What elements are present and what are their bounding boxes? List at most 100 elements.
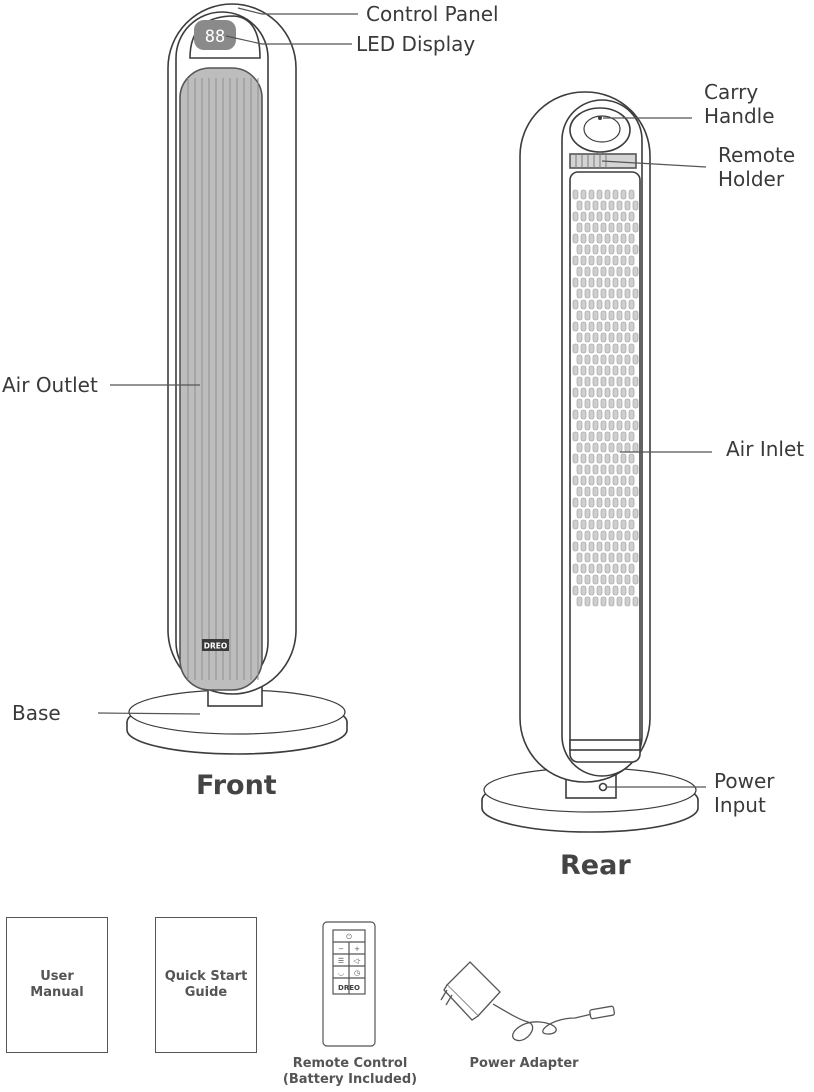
- inlet-slot: [628, 409, 635, 420]
- inlet-slot: [596, 277, 603, 288]
- inlet-slot: [572, 475, 579, 486]
- inlet-slot: [632, 310, 639, 321]
- inlet-slot: [584, 486, 591, 497]
- inlet-slot: [572, 497, 579, 508]
- inlet-slot: [592, 398, 599, 409]
- inlet-slot: [628, 387, 635, 398]
- inlet-slot: [584, 398, 591, 409]
- inlet-slot: [588, 409, 595, 420]
- inlet-slot: [572, 255, 579, 266]
- inlet-slot: [608, 530, 615, 541]
- view-label-rear: Rear: [560, 850, 631, 881]
- inlet-slot: [592, 508, 599, 519]
- callout-lines: [97, 7, 712, 788]
- label-control-panel: Control Panel: [366, 2, 499, 26]
- inlet-slot: [584, 420, 591, 431]
- inlet-slot: [608, 266, 615, 277]
- inlet-slot: [600, 398, 607, 409]
- inlet-slot: [616, 530, 623, 541]
- inlet-slot: [592, 332, 599, 343]
- inlet-slot: [584, 596, 591, 607]
- inlet-slot: [576, 200, 583, 211]
- inlet-slot: [588, 233, 595, 244]
- inlet-slot: [608, 244, 615, 255]
- inlet-slot: [588, 431, 595, 442]
- inlet-slot: [576, 310, 583, 321]
- inlet-slot: [632, 530, 639, 541]
- inlet-slot: [616, 442, 623, 453]
- inlet-slot: [588, 211, 595, 222]
- inlet-slot: [572, 585, 579, 596]
- inlet-slot: [588, 321, 595, 332]
- front-heater: [126, 3, 348, 755]
- inlet-slot: [576, 508, 583, 519]
- inlet-slot: [624, 354, 631, 365]
- inlet-slot: [632, 354, 639, 365]
- inlet-slot: [600, 310, 607, 321]
- inlet-slot: [632, 442, 639, 453]
- inlet-slot: [600, 222, 607, 233]
- inlet-slot: [592, 464, 599, 475]
- inlet-slot: [612, 519, 619, 530]
- front-brand-logo: DREO: [204, 642, 228, 651]
- inlet-slot: [624, 420, 631, 431]
- inlet-slot: [572, 409, 579, 420]
- inlet-slot: [580, 409, 587, 420]
- inlet-slot: [612, 255, 619, 266]
- inlet-slot: [600, 464, 607, 475]
- inlet-slot: [628, 519, 635, 530]
- inlet-slot: [592, 222, 599, 233]
- inlet-slot: [584, 200, 591, 211]
- inlet-slot: [580, 211, 587, 222]
- inlet-slot: [620, 255, 627, 266]
- inlet-slot: [628, 497, 635, 508]
- inlet-slot: [628, 343, 635, 354]
- inlet-slot: [624, 574, 631, 585]
- inlet-slot: [572, 211, 579, 222]
- inlet-slot: [596, 519, 603, 530]
- inlet-slot: [584, 244, 591, 255]
- inlet-slot: [596, 497, 603, 508]
- inlet-slot: [620, 343, 627, 354]
- inlet-slot: [588, 277, 595, 288]
- inlet-slot: [592, 310, 599, 321]
- inlet-slot: [616, 596, 623, 607]
- inlet-slot: [576, 464, 583, 475]
- inlet-slot: [620, 233, 627, 244]
- inlet-slot: [612, 387, 619, 398]
- power-adapter: [440, 961, 616, 1042]
- inlet-slot: [576, 574, 583, 585]
- view-label-front: Front: [196, 770, 277, 801]
- inlet-slot: [596, 409, 603, 420]
- front-display-digits: 88: [205, 27, 225, 47]
- inlet-slot: [612, 233, 619, 244]
- inlet-slot: [620, 585, 627, 596]
- inlet-slot: [596, 211, 603, 222]
- led-display: [194, 20, 236, 50]
- inlet-slot: [620, 497, 627, 508]
- inlet-slot: [600, 442, 607, 453]
- inlet-slot: [628, 277, 635, 288]
- inlet-slot: [572, 431, 579, 442]
- inlet-slot: [596, 387, 603, 398]
- inlet-slot: [628, 585, 635, 596]
- inlet-slot: [632, 574, 639, 585]
- inlet-slot: [596, 321, 603, 332]
- label-air-outlet: Air Outlet: [2, 373, 98, 397]
- leader-base: [97, 712, 201, 715]
- inlet-slot: [580, 453, 587, 464]
- inlet-slot: [624, 222, 631, 233]
- inlet-slot: [620, 409, 627, 420]
- remote-control-label: Remote Control (Battery Included): [282, 1056, 418, 1088]
- inlet-slot: [584, 376, 591, 387]
- inlet-slot: [616, 222, 623, 233]
- inlet-slot: [604, 541, 611, 552]
- inlet-slot: [600, 420, 607, 431]
- inlet-slot: [576, 332, 583, 343]
- inlet-slot: [604, 189, 611, 200]
- inlet-slot: [616, 508, 623, 519]
- inlet-slot: [620, 211, 627, 222]
- inlet-slot: [576, 288, 583, 299]
- inlet-slot: [612, 475, 619, 486]
